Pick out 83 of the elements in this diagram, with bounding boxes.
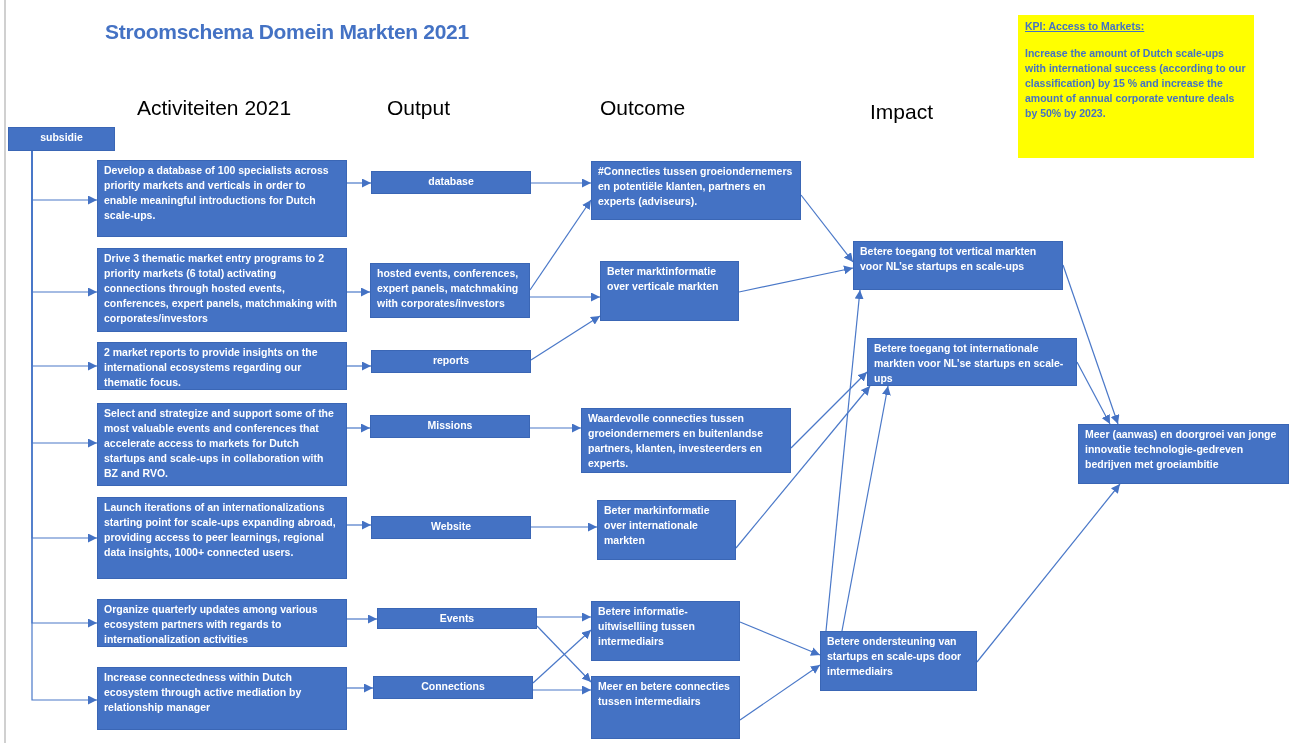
process-box [591,601,740,661]
box-text: Waardevolle connecties tussen groeiondernemers en buitenlandse partners, klanten, investeerders en experts. [588,411,765,471]
process-box [1078,424,1289,484]
box-text: Missions [426,418,474,433]
column-heading: Activiteiten 2021 [137,96,292,120]
box-text: Events [438,611,476,626]
process-box [371,171,531,194]
box-text: Organize quarterly updates among various ecosystem partners with regards to internationalization activities [104,602,319,647]
box-text: Select and strategize and support some of the most valuable events and conferences that accelerate access to markets for Dutch startups and scale-ups in collaboration with BZ and RVO. [104,406,335,481]
process-box [581,408,791,473]
arrow [346,178,372,188]
box-text: Connections [420,679,486,694]
process-box [820,631,977,691]
arrow [841,385,891,632]
arrow [530,522,598,532]
arrow [739,621,821,656]
process-box [371,350,531,373]
box-text: 2 market reports to provide insights on the international ecosystems regarding our thematic focus. [104,345,319,390]
arrow [529,292,601,302]
box-text: Meer (aanwas) en doorgroei van jonge innovatie technologie-gedreven bedrijven met groeiambitie [1085,427,1278,472]
box-text: Beter marktinformatie over verticale markten [607,264,720,294]
arrow [825,289,864,632]
process-box [591,676,740,739]
box-text: Launch iterations of an internationalizations starting point for scale-ups expanding abroad, providing access to peer learnings, regional data insights, 1000+ connected users. [104,500,337,560]
arrow [738,265,854,293]
diagram-title: Stroomschema Domein Markten 2021 [105,20,469,44]
process-box [97,160,347,237]
process-box [97,248,347,332]
arrow [735,385,871,549]
box-text: reports [431,353,471,368]
kpi-text: Increase the amount of Dutch scale-ups with international success (according to our classification) by 15 % and increase the amount of annual corporate venture deals by 50% by 2023. [1025,45,1247,121]
column-heading: Impact [870,100,934,124]
box-text: subsidie [39,130,84,145]
box-text: Betere toegang tot vertical markten voor NL’se startups en scale-ups [860,244,1038,274]
arrow [529,423,582,433]
kpi-note [1018,15,1254,158]
process-box [377,608,537,629]
arrow [346,683,374,693]
box-text: Betere ondersteuning van startups en scale-ups door intermediairs [827,634,963,679]
process-box [370,263,530,318]
box-text: #Connecties tussen groeiondernemers en potentiële klanten, partners en experts (adviseurs). [598,164,794,209]
kpi-heading: KPI: Access to Markets: [1025,19,1146,34]
process-box [97,403,347,486]
box-text: Betere toegang tot internationale markten voor NL’se startups en scale-ups [874,341,1065,386]
box-text: database [427,174,475,189]
arrow [536,612,592,622]
process-box [371,516,531,539]
arrow [346,614,378,624]
process-box [600,261,739,321]
arrow [346,520,372,530]
box-text: hosted events, conferences, expert panels, matchmaking with corporates/investors [377,266,520,311]
arrow [976,483,1121,663]
process-box [97,497,347,579]
column-heading: Outcome [600,96,686,120]
process-box [373,676,533,699]
box-text: Betere informatie-uitwiselliing tussen intermediairs [598,604,696,649]
arrow [346,423,371,433]
process-box [370,415,530,438]
arrow [1062,264,1120,425]
arrow [529,199,592,291]
process-box [97,667,347,730]
process-box [97,342,347,390]
arrow [532,685,592,695]
arrow [530,178,592,188]
process-box [853,241,1063,290]
box-text: Meer en betere connecties tussen intermediairs [598,679,731,709]
box-text: Develop a database of 100 specialists across priority markets and verticals in order to enable meaningful introductions for Dutch scale-ups. [104,163,330,223]
box-text: Increase connectedness within Dutch ecosystem through active mediation by relationship manager [104,670,303,715]
process-box [8,127,115,151]
process-box [591,161,801,220]
arrow [739,664,821,721]
process-box [97,599,347,647]
column-heading: Output [387,96,451,120]
arrow [346,287,371,297]
arrow [790,371,868,449]
box-text: Website [429,519,473,534]
arrow [1076,361,1111,425]
box-text: Drive 3 thematic market entry programs to 2 priority markets (6 total) activating connections through hosted events, conferences, expert panels, matchmaking with corporates/investors [104,251,338,326]
arrow [800,194,854,263]
box-text: Beter markinformatie over internationale markten [604,503,711,548]
arrow [346,361,372,371]
process-box [597,500,736,560]
arrow [530,315,601,361]
